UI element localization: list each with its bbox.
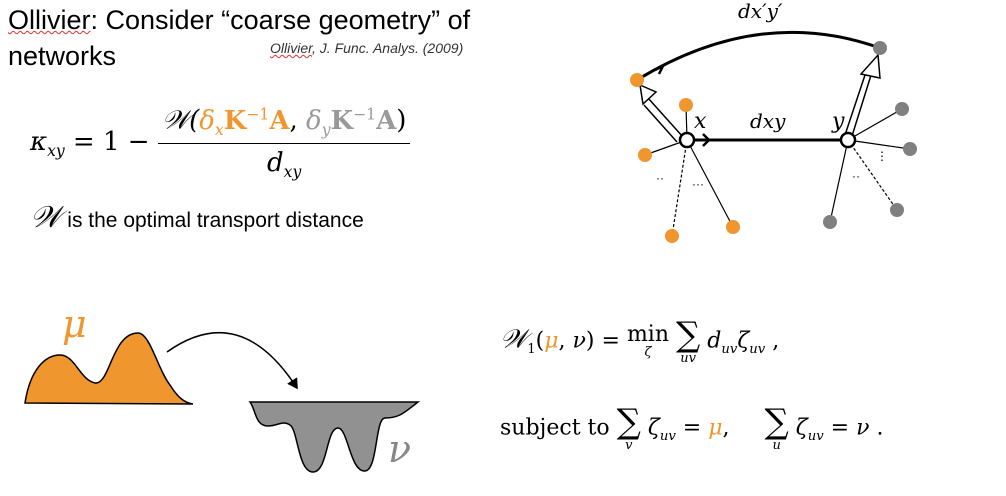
citation-text: , J. Func. Analys. (2009) <box>312 40 464 56</box>
hollow-arrowhead-icon <box>859 53 881 79</box>
ellipsis: ·· <box>656 171 664 185</box>
W1: 𝒲 <box>500 324 528 355</box>
sep: , <box>722 415 758 441</box>
d: d <box>707 328 722 354</box>
hollow-arrowhead-icon <box>639 83 658 106</box>
A2: A <box>376 105 397 136</box>
delta-x-sub: x <box>214 120 224 139</box>
K-exp: −1 <box>246 105 270 123</box>
eq2: = <box>823 415 857 441</box>
delta-x: δ <box>199 105 215 136</box>
sum: ∑ <box>616 402 641 442</box>
node-y <box>839 131 857 149</box>
open: ( <box>535 328 545 354</box>
eq: = 1 − <box>64 127 158 158</box>
zeta2: ζ <box>795 415 808 441</box>
sum-op-v: ∑v <box>617 405 641 452</box>
w-symbol: 𝒲 <box>30 200 62 235</box>
K: K <box>223 105 247 136</box>
gray-nodes <box>823 41 917 229</box>
transport-illustration: μ ν <box>24 302 421 473</box>
W: 𝒲( <box>161 105 200 136</box>
transport-arrow-y <box>844 71 873 137</box>
w-definition: 𝒲 is the optimal transport distance <box>30 200 364 235</box>
curved-edge <box>636 30 881 82</box>
K2-exp: −1 <box>353 105 377 123</box>
title-author: Ollivier <box>8 5 91 35</box>
mu-distribution <box>24 332 194 405</box>
sum-sub: v <box>625 438 633 453</box>
sum-op-u: ∑u <box>765 405 789 452</box>
comma: , <box>558 328 573 354</box>
sum-op: ∑uv <box>676 318 700 365</box>
node-x <box>678 131 696 149</box>
nu: ν <box>856 415 870 441</box>
d-sub: uv <box>721 341 738 357</box>
K2: K <box>330 105 354 136</box>
eq: = <box>675 415 709 441</box>
close: ) <box>396 105 407 136</box>
min-sub: ζ <box>644 345 652 360</box>
label-dxy: dxy <box>750 109 786 133</box>
d-sub: xy <box>283 163 302 182</box>
constraint-equation: subject to ∑v ζuv = μ, ∑u ζuv = ν . <box>500 405 883 452</box>
title-line2: networks <box>8 41 117 71</box>
edge-arrow-icon <box>702 133 711 147</box>
d: d <box>267 147 284 178</box>
sum2: ∑ <box>764 402 789 442</box>
nu-label: ν <box>388 427 411 471</box>
zeta-sub: uv <box>749 341 766 357</box>
orange-nodes <box>630 73 740 243</box>
sum-sub: uv <box>680 351 697 366</box>
mu-label: μ <box>62 302 87 346</box>
nu: ν <box>572 328 586 354</box>
label-x: x <box>694 109 707 134</box>
network-diagram: ·· ··· ·· ⋮ dx′y′ x dxy y <box>630 0 917 243</box>
subject-to: subject to <box>500 415 617 441</box>
curve-arrow-icon <box>654 63 666 75</box>
label-dxpyp: dx′y′ <box>738 0 783 23</box>
delta-y-sub: y <box>321 120 331 139</box>
zeta-sub: uv <box>659 428 676 444</box>
denominator: dxy <box>267 144 301 181</box>
citation-author: Ollivier <box>270 40 313 56</box>
numerator: 𝒲(δxK−1A, δyK−1A) <box>157 105 411 144</box>
transport-arrow-x <box>643 97 684 143</box>
curvature-formula: κxy = 1 − 𝒲(δxK−1A, δyK−1A) dxy <box>30 105 411 181</box>
transport-arrow <box>166 331 298 390</box>
W1-sub: 1 <box>527 341 536 357</box>
ellipsis: ··· <box>692 177 704 191</box>
kappa-sub: xy <box>47 142 65 161</box>
delta-y: δ <box>306 105 322 136</box>
zeta: ζ <box>737 328 750 354</box>
citation: Ollivier, J. Func. Analys. (2009) <box>270 40 463 56</box>
zeta: ζ <box>647 415 660 441</box>
ellipsis: ·· <box>852 169 860 183</box>
title-text: : Consider “coarse geometry” of <box>90 5 471 35</box>
comma: , <box>289 105 307 136</box>
ellipsis: ⋮ <box>876 149 888 163</box>
fraction: 𝒲(δxK−1A, δyK−1A) dxy <box>157 105 411 181</box>
close: ) = <box>585 328 627 354</box>
zeta2-sub: uv <box>807 428 824 444</box>
min: min <box>626 322 670 347</box>
end: , <box>765 328 780 354</box>
sum2-sub: u <box>772 438 781 453</box>
mu: μ <box>708 415 723 441</box>
mu: μ <box>544 328 559 354</box>
sum: ∑ <box>676 315 701 355</box>
nu-distribution <box>248 401 421 473</box>
w-text: is the optimal transport distance <box>61 209 364 232</box>
A: A <box>269 105 290 136</box>
end: . <box>869 415 884 441</box>
label-y: y <box>831 109 845 134</box>
kappa: κ <box>30 127 48 158</box>
